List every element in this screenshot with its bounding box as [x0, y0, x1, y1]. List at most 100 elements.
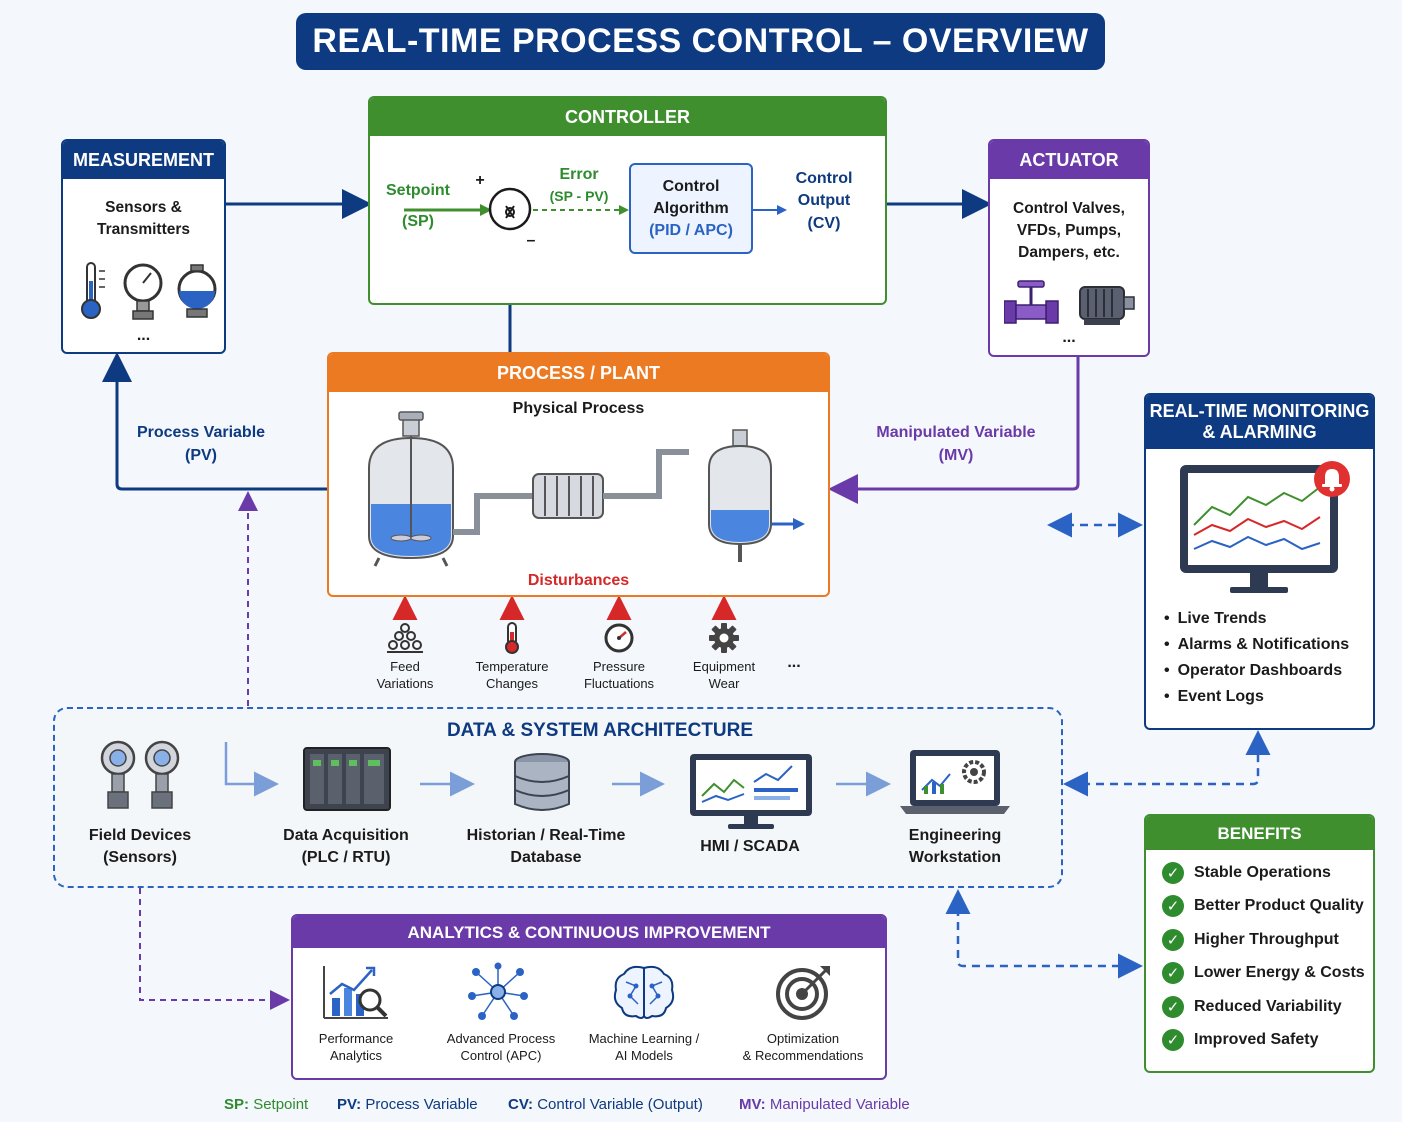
arch-item-5-line1: Engineering — [908, 827, 1002, 844]
monitoring-box: REAL-TIME MONITORING & ALARMING Live Tre… — [1144, 393, 1375, 730]
flow-meter-icon — [177, 264, 217, 318]
gear-icon — [709, 623, 739, 653]
actuator-more: ... — [1062, 329, 1076, 346]
arch-item-2-line2: (PLC / RTU) — [301, 849, 391, 866]
plc-rack-icon — [303, 747, 391, 811]
minus-sign: – — [526, 232, 536, 249]
disturbance-more: ... — [787, 654, 801, 671]
benefits-header: BENEFITS — [1146, 816, 1373, 850]
check-icon: ✓ — [1162, 861, 1184, 884]
process-box: PROCESS / PLANT Physical Process — [327, 352, 830, 597]
database-icon — [514, 753, 570, 811]
algorithm-line1: Control — [662, 178, 720, 195]
process-equipment-illustration — [368, 411, 805, 567]
control-algorithm-box — [629, 163, 753, 254]
setpoint-abbr: (SP) — [402, 213, 434, 230]
arch-item-1-line2: (Sensors) — [103, 849, 177, 866]
benefit-item: ✓Better Product Quality — [1162, 890, 1372, 924]
analytics-1-line2: Analytics — [329, 1048, 383, 1063]
benefit-item: ✓Lower Energy & Costs — [1162, 957, 1372, 991]
error-label: Error — [559, 166, 599, 183]
trend-line-blue — [1193, 535, 1321, 551]
legend-cv: CV: Control Variable (Output) — [508, 1096, 703, 1113]
arch-item-3-line2: Database — [510, 849, 582, 866]
target-icon — [776, 966, 830, 1020]
pipe-and-heat-exchanger-icon — [453, 449, 689, 535]
arch-item-1-line1: Field Devices — [88, 827, 192, 844]
arch-item-4-line1: HMI / SCADA — [700, 838, 800, 855]
apc-network-icon — [468, 962, 528, 1020]
thermometer-icon — [505, 622, 519, 654]
disturbance-1-line2: Variations — [376, 676, 434, 691]
legend-key: PV: — [337, 1096, 362, 1113]
analytics-3-line1: Machine Learning / — [588, 1031, 700, 1046]
legend-value: Process Variable — [365, 1096, 478, 1113]
field-devices-icon — [100, 740, 180, 809]
benefit-label: Improved Safety — [1194, 1031, 1319, 1049]
output-line3: (CV) — [807, 215, 841, 232]
error-arrow — [533, 205, 629, 215]
disturbance-2-line1: Temperature — [475, 659, 549, 674]
disturbance-1-line1: Feed — [390, 659, 420, 674]
analytics-4-line1: Optimization — [766, 1031, 840, 1046]
benefit-label: Better Product Quality — [1194, 897, 1364, 915]
motor-icon — [1079, 286, 1135, 325]
monitor-with-trends-icon — [1180, 461, 1350, 593]
check-icon: ✓ — [1162, 1029, 1184, 1052]
monitoring-item: Alarms & Notifications — [1164, 632, 1350, 658]
hmi-monitor-icon — [690, 754, 812, 829]
disturbance-2-line2: Changes — [485, 676, 539, 691]
process-header: PROCESS / PLANT — [329, 354, 828, 392]
mv-label-line1: Manipulated Variable — [876, 424, 1036, 441]
plus-sign: + — [475, 172, 485, 189]
arch-item-3-line1: Historian / Real-Time — [466, 827, 626, 844]
pressure-gauge-icon — [123, 263, 163, 320]
architecture-monitoring-dashed — [1063, 730, 1271, 797]
arch-item-5-line2: Workstation — [908, 849, 1002, 866]
gauge-icon — [604, 623, 634, 653]
benefit-label: Stable Operations — [1194, 863, 1331, 881]
benefit-item: ✓Higher Throughput — [1162, 923, 1372, 957]
algorithm-line3: (PID / APC) — [649, 222, 733, 239]
architecture-benefits-dashed — [945, 889, 1143, 979]
setpoint-label: Setpoint — [386, 182, 450, 199]
check-icon: ✓ — [1162, 995, 1184, 1018]
actuator-text: Control Valves, VFDs, Pumps, Dampers, et… — [1013, 200, 1125, 261]
performance-analytics-icon — [323, 966, 388, 1019]
legend-pv: PV: Process Variable — [337, 1096, 478, 1113]
legend-value: Setpoint — [253, 1096, 309, 1113]
disturbances-label: Disturbances — [527, 572, 630, 589]
benefit-label: Reduced Variability — [1194, 997, 1342, 1015]
algorithm-line2: Algorithm — [653, 200, 729, 217]
benefits-list: ✓Stable Operations ✓Better Product Quali… — [1162, 856, 1372, 1057]
alarm-bell-icon — [1314, 461, 1350, 497]
mv-label-line2: (MV) — [938, 447, 974, 464]
legend-mv: MV: Manipulated Variable — [739, 1096, 910, 1113]
controller-box: CONTROLLER — [368, 96, 887, 305]
actuator-header: ACTUATOR — [990, 141, 1148, 179]
actuator-box: ACTUATOR Control Valves, VFDs, Pumps, Da… — [988, 139, 1150, 357]
engineering-laptop-icon — [900, 750, 1010, 814]
valve-icon — [1004, 280, 1059, 324]
monitoring-item: Operator Dashboards — [1164, 658, 1349, 684]
setpoint-arrow — [404, 204, 492, 216]
reactor-vessel-icon — [368, 411, 454, 567]
pv-label-line2: (PV) — [185, 447, 217, 464]
monitoring-header-line2: & ALARMING — [1202, 422, 1317, 442]
monitoring-header-line1: REAL-TIME MONITORING — [1149, 401, 1370, 421]
thermometer-icon — [81, 262, 105, 319]
controller-header: CONTROLLER — [370, 98, 885, 136]
summing-junction-icon — [488, 187, 532, 231]
check-icon: ✓ — [1162, 962, 1184, 985]
analytics-header: ANALYTICS & CONTINUOUS IMPROVEMENT — [293, 916, 885, 948]
error-formula: (SP - PV) — [549, 188, 609, 204]
analytics-3-line2: AI Models — [615, 1048, 673, 1063]
monitoring-header: REAL-TIME MONITORING & ALARMING — [1146, 395, 1373, 449]
sensor-icons — [81, 262, 217, 320]
measurement-more: ... — [136, 327, 151, 344]
benefit-item: ✓ Stable Operations — [1162, 856, 1372, 890]
page-title: REAL-TIME PROCESS CONTROL – OVERVIEW — [296, 13, 1105, 70]
algorithm-output-arrow — [753, 205, 787, 215]
benefit-label: Higher Throughput — [1194, 930, 1339, 948]
legend-sp: SP: Setpoint — [224, 1096, 308, 1113]
